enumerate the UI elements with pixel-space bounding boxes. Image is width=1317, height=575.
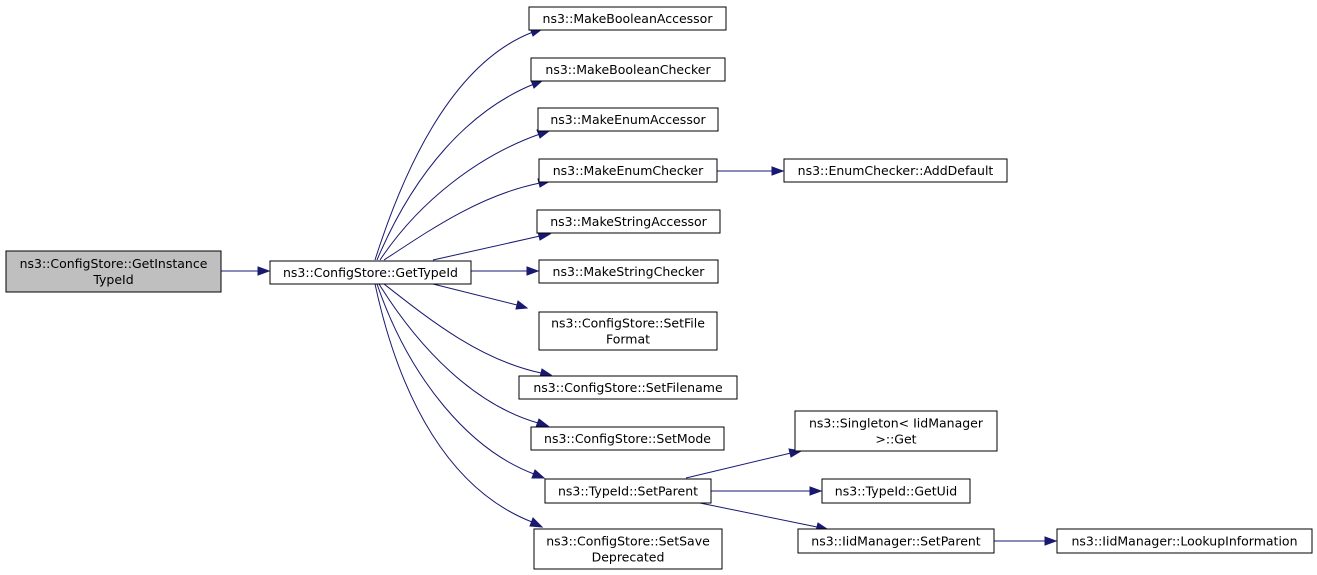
node-enum-checker-add-default[interactable]: ns3::EnumChecker::AddDefault (783, 158, 1008, 183)
node-box (1056, 528, 1313, 554)
node-label: Deprecated (592, 550, 665, 565)
node-label: ns3::MakeBooleanChecker (545, 62, 711, 77)
node-make-boolean-checker[interactable]: ns3::MakeBooleanChecker (530, 57, 726, 82)
node-make-enum-accessor[interactable]: ns3::MakeEnumAccessor (537, 107, 719, 132)
edge-root-to-gettypeid (221, 266, 271, 276)
node-label: ns3::IidManager::LookupInformation (1071, 534, 1297, 549)
node-set-mode[interactable]: ns3::ConfigStore::SetMode (530, 426, 725, 451)
edge-gettypeid-to-makeenumaccessor (379, 129, 551, 261)
node-label: ns3::ConfigStore::SetFile (551, 316, 705, 331)
edge-gettypeid-to-setsavedeprecated (374, 283, 544, 528)
node-label: ns3::MakeEnumChecker (553, 163, 704, 178)
node-box (528, 6, 727, 31)
node-label: Format (606, 332, 650, 347)
node-label: ns3::ConfigStore::SetMode (544, 431, 711, 446)
edge-gettypeid-to-makebooleanchecker (376, 79, 545, 261)
edge-gettypeid-to-makebooleanaccessor (374, 27, 544, 261)
node-label: ns3::EnumChecker::AddDefault (798, 163, 994, 178)
node-box (544, 478, 712, 504)
node-iidmanager-lookup[interactable]: ns3::IidManager::LookupInformation (1056, 528, 1313, 554)
node-label: ns3::Singleton< IidManager (809, 416, 984, 431)
edge-typeidsetparent-to-iidmanagersetparent (699, 502, 829, 532)
node-label: ns3::IidManager::SetParent (811, 534, 981, 549)
node-box (538, 158, 718, 183)
node-label: ns3::MakeStringChecker (553, 264, 706, 279)
node-box (797, 528, 995, 554)
node-box (537, 107, 719, 132)
node-box (536, 209, 721, 234)
edge-gettypeid-to-makestringchecker (471, 266, 540, 276)
node-label: ns3::ConfigStore::SetFilename (533, 380, 723, 395)
node-label: >::Get (875, 432, 916, 447)
node-iidmanager-set-parent[interactable]: ns3::IidManager::SetParent (797, 528, 995, 554)
node-box (530, 426, 725, 451)
node-label: ns3::ConfigStore::SetSave (546, 534, 710, 549)
node-make-enum-checker[interactable]: ns3::MakeEnumChecker (538, 158, 718, 183)
edge-typeidsetparent-to-getuid (711, 486, 823, 496)
node-label: ns3::ConfigStore::GetInstance (20, 256, 208, 271)
node-label: ns3::TypeId::SetParent (558, 484, 698, 499)
node-label: ns3::MakeEnumAccessor (550, 112, 706, 127)
edge-gettypeid-to-makestringaccessor (432, 231, 552, 261)
node-label: TypeId (92, 272, 133, 287)
edge-iidmanagersetparent-to-lookupinformation (993, 536, 1058, 546)
node-box (538, 259, 719, 284)
node-box (269, 260, 472, 285)
node-make-string-checker[interactable]: ns3::MakeStringChecker (538, 259, 719, 284)
node-get-type-id[interactable]: ns3::ConfigStore::GetTypeId (269, 260, 472, 285)
edge-gettypeid-to-setfilename (383, 283, 553, 378)
edge-gettypeid-to-setfileformat (432, 283, 529, 310)
node-label: ns3::MakeStringAccessor (550, 214, 707, 229)
node-box (794, 410, 998, 452)
edge-makeenumchecker-to-adddefault (717, 166, 785, 176)
node-singleton-get[interactable]: ns3::Singleton< IidManager>::Get (794, 410, 998, 452)
node-typeid-set-parent[interactable]: ns3::TypeId::SetParent (544, 478, 712, 504)
node-box (5, 250, 222, 293)
node-label: ns3::MakeBooleanAccessor (543, 11, 714, 26)
call-edges (221, 27, 1058, 546)
node-make-string-accessor[interactable]: ns3::MakeStringAccessor (536, 209, 721, 234)
node-make-boolean-accessor[interactable]: ns3::MakeBooleanAccessor (528, 6, 727, 31)
node-box (530, 57, 726, 82)
edge-gettypeid-to-typeidsetparent (376, 283, 546, 479)
node-label: ns3::TypeId::GetUid (835, 484, 957, 499)
node-box (783, 158, 1008, 183)
edge-gettypeid-to-makeenumchecker (383, 178, 552, 261)
node-box (821, 478, 971, 504)
node-set-filename[interactable]: ns3::ConfigStore::SetFilename (518, 375, 738, 400)
edge-typeidsetparent-to-singletonget (685, 448, 803, 479)
node-label: ns3::ConfigStore::GetTypeId (283, 265, 458, 280)
node-box (518, 375, 738, 400)
node-box (533, 528, 723, 570)
node-box (538, 311, 718, 351)
node-typeid-get-uid[interactable]: ns3::TypeId::GetUid (821, 478, 971, 504)
